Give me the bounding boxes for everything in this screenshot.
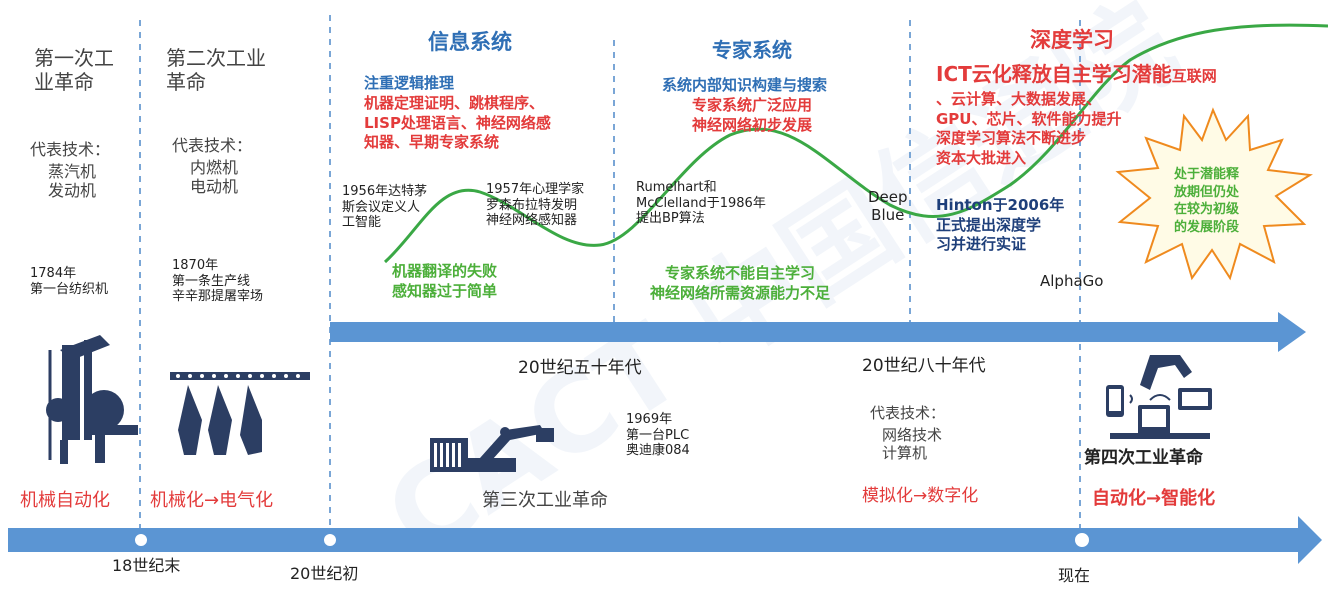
event-1969: 1969年 第一台PLC 奥迪康084 [626,412,690,459]
eighties-summary: 模拟化→数字化 [862,486,979,506]
ict-headline: ICT云化释放自主学习潜能 [936,62,1172,86]
first-industrial-tech: 蒸汽机 发动机 [48,162,97,201]
info-system-title: 信息系统 [428,30,512,54]
main-timeline-arrow [8,516,1322,564]
eighties-label: 20世纪八十年代 [862,356,986,376]
robot-arm-icon [430,425,554,472]
potential-burst [1115,107,1313,281]
timeline-dot-now [1073,531,1091,549]
expert-system-body: 专家系统广泛应用 神经网络初步发展 [692,96,813,134]
deep-learning-body: 、云计算、大数据发展、 GPU、芯片、软件能力提升 深度学习算法不断进步 资本大… [936,90,1122,167]
event-1957: 1957年心理学家 罗森布拉特发明 神经网络感知器 [486,182,585,229]
third-industrial-title: 第三次工业革命 [482,490,608,511]
deep-learning-title: 深度学习 [1030,28,1114,52]
eighties-tech-label: 代表技术： [870,404,946,422]
event-1986: Rumelhart和 McClelland于1986年 提出BP算法 [636,180,766,227]
second-industrial-title: 第二次工业 革命 [166,46,266,94]
info-system-body: 机器定理证明、跳棋程序、 LISP处理语言、神经网络感 知器、早期专家系统 [364,94,551,151]
eighties-tech: 网络技术 计算机 [882,426,943,462]
fourth-industrial-summary: 自动化→智能化 [1092,488,1216,509]
timeline-dot-18c [133,532,149,548]
ict-tail: 互联网 [1171,67,1217,85]
expert-system-focus: 系统内部知识构建与搜索 [662,76,828,94]
assembly-line-icon [170,372,310,455]
first-industrial-title: 第一次工 业革命 [34,46,114,94]
first-industrial-summary: 机械自动化 [20,490,110,511]
timeline-dot-20c [322,532,338,548]
loom-icon [46,335,138,464]
hinton-event: Hinton于2006年 正式提出深度学 习并进行实证 [936,196,1065,253]
timeline-label-20c: 20世纪初 [290,564,359,583]
info-system-focus: 注重逻辑推理 [364,74,455,92]
upper-timeline-arrow [330,312,1306,352]
burst-text: 处于潜能释 放期但仍处 在较为初级 的发展阶段 [1174,167,1240,235]
second-industrial-tech-label: 代表技术： [172,136,253,155]
info-system-failure: 机器翻译的失败 感知器过于简单 [392,262,498,300]
expert-system-title: 专家系统 [712,38,792,62]
expert-system-failure: 专家系统不能自主学习 神经网络所需资源能力不足 [650,264,831,302]
fourth-industrial-title: 第四次工业革命 [1084,448,1203,468]
alphago-label: AlphaGo [1040,272,1104,290]
deep-blue-label: Deep Blue [868,188,908,224]
smart-devices-icon [1106,355,1212,439]
first-industrial-tech-label: 代表技术： [30,140,111,159]
timeline-label-now: 现在 [1058,566,1091,585]
second-industrial-event: 1870年 第一条生产线 辛辛那提屠宰场 [172,258,264,305]
deep-learning-ict: ICT云化释放自主学习潜能互联网 [936,62,1217,86]
timeline-label-18c: 18世纪末 [112,556,181,575]
fifties-label: 20世纪五十年代 [518,358,642,378]
ai-development-curve [383,23,1328,264]
second-industrial-summary: 机械化→电气化 [150,490,274,511]
first-industrial-event: 1784年 第一台纺织机 [30,266,109,297]
second-industrial-tech: 内燃机 电动机 [190,158,239,197]
event-1956: 1956年达特茅 斯会议定义人 工智能 [342,184,428,231]
